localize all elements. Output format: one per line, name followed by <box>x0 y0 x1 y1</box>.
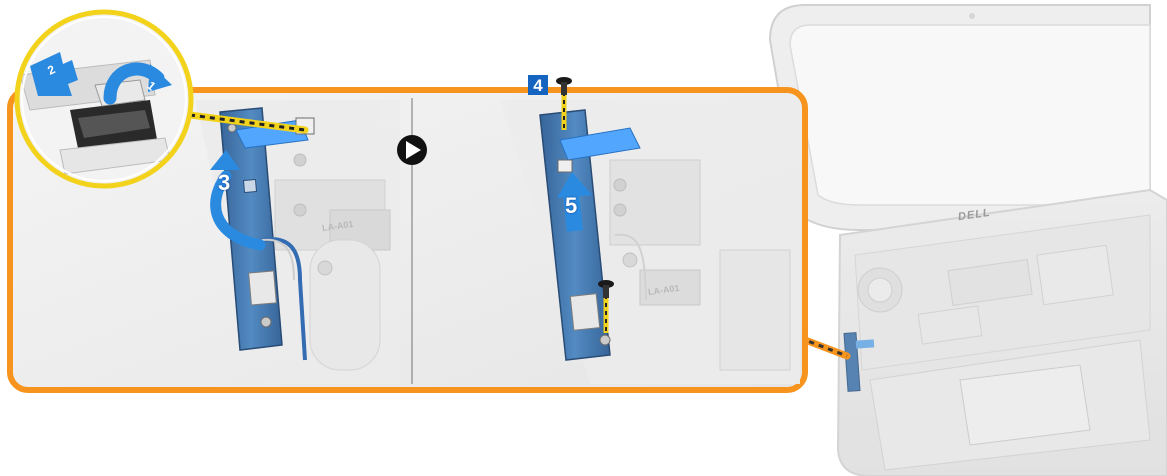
step5-label: 5 <box>565 195 577 217</box>
laptop-overview <box>770 5 1167 476</box>
step3-label: 3 <box>218 172 230 194</box>
step4-label: 4 <box>528 75 548 95</box>
play-circle-icon <box>397 135 427 165</box>
